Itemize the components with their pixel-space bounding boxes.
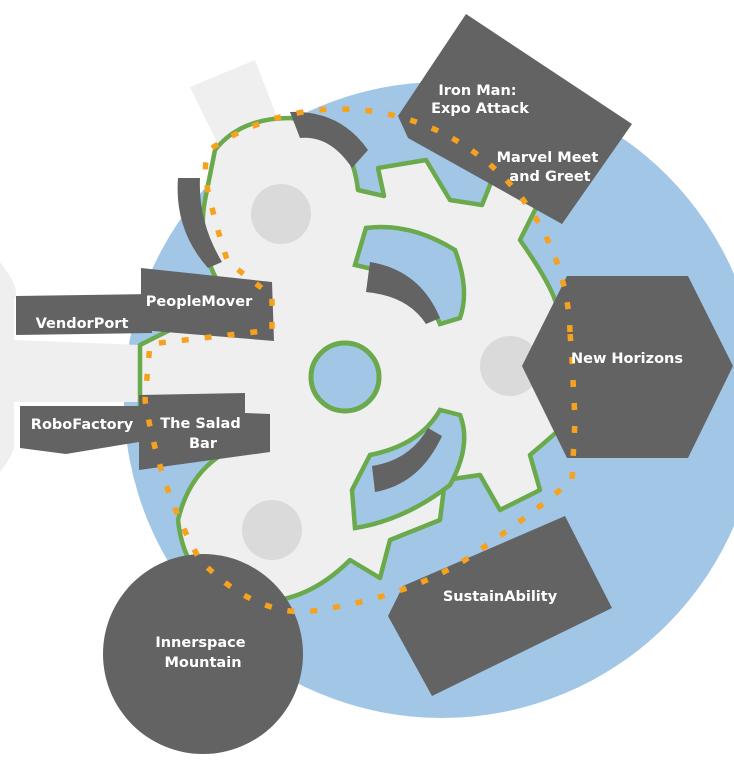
arch-building-upper[interactable] <box>366 262 440 324</box>
iron-man-line1: Iron Man: <box>438 83 516 99</box>
hub-upper-left <box>251 184 311 244</box>
innerspace-mountain-building[interactable] <box>103 554 303 754</box>
vendorport-building[interactable] <box>16 294 152 335</box>
peoplemover-track <box>142 106 578 615</box>
innerspace-line1: Innerspace <box>155 635 245 651</box>
iron-man-line2: Expo Attack <box>431 101 529 117</box>
arch-building-lower[interactable] <box>372 428 442 492</box>
innerspace-line2: Mountain <box>164 655 241 671</box>
robofactory-building[interactable] <box>20 406 151 454</box>
innerspace-label: Innerspace Mountain <box>155 635 250 671</box>
iron-man-building[interactable] <box>398 14 632 224</box>
entrance-walkway <box>0 262 140 472</box>
new-horizons-label: New Horizons <box>571 351 683 367</box>
salad-bar-line1: The Salad <box>160 416 240 432</box>
salad-bar-label: The Salad Bar <box>160 416 246 452</box>
vendorport-label: VendorPort <box>36 316 129 332</box>
iron-man-label: Iron Man: Expo Attack <box>431 83 529 117</box>
new-horizons-building[interactable] <box>522 276 733 458</box>
arch-building-north[interactable] <box>290 111 368 168</box>
vendorport-line1: VendorPort <box>36 316 129 332</box>
hub-right <box>480 336 540 396</box>
marvel-line1: Marvel Meet <box>497 150 599 166</box>
peoplemover-label: PeopleMover <box>146 294 253 310</box>
peoplemover-station[interactable] <box>141 268 274 341</box>
robofactory-label: RoboFactory <box>31 417 134 433</box>
peoplemover-line1: PeopleMover <box>146 294 253 310</box>
marvel-line2: and Greet <box>509 169 590 185</box>
sustainability-building[interactable] <box>388 516 612 696</box>
marvel-label: Marvel Meet and Greet <box>497 150 604 185</box>
salad-bar-line2: Bar <box>189 436 218 452</box>
hub-lower-left <box>242 500 302 560</box>
salad-bar-building[interactable] <box>139 393 270 470</box>
sustainability-line1: SustainAbility <box>443 589 558 605</box>
arch-building-west[interactable] <box>177 178 222 268</box>
sustainability-label: SustainAbility <box>443 589 558 605</box>
robofactory-line1: RoboFactory <box>31 417 134 433</box>
center-fountain <box>308 340 382 414</box>
new-horizons-line1: New Horizons <box>571 351 683 367</box>
